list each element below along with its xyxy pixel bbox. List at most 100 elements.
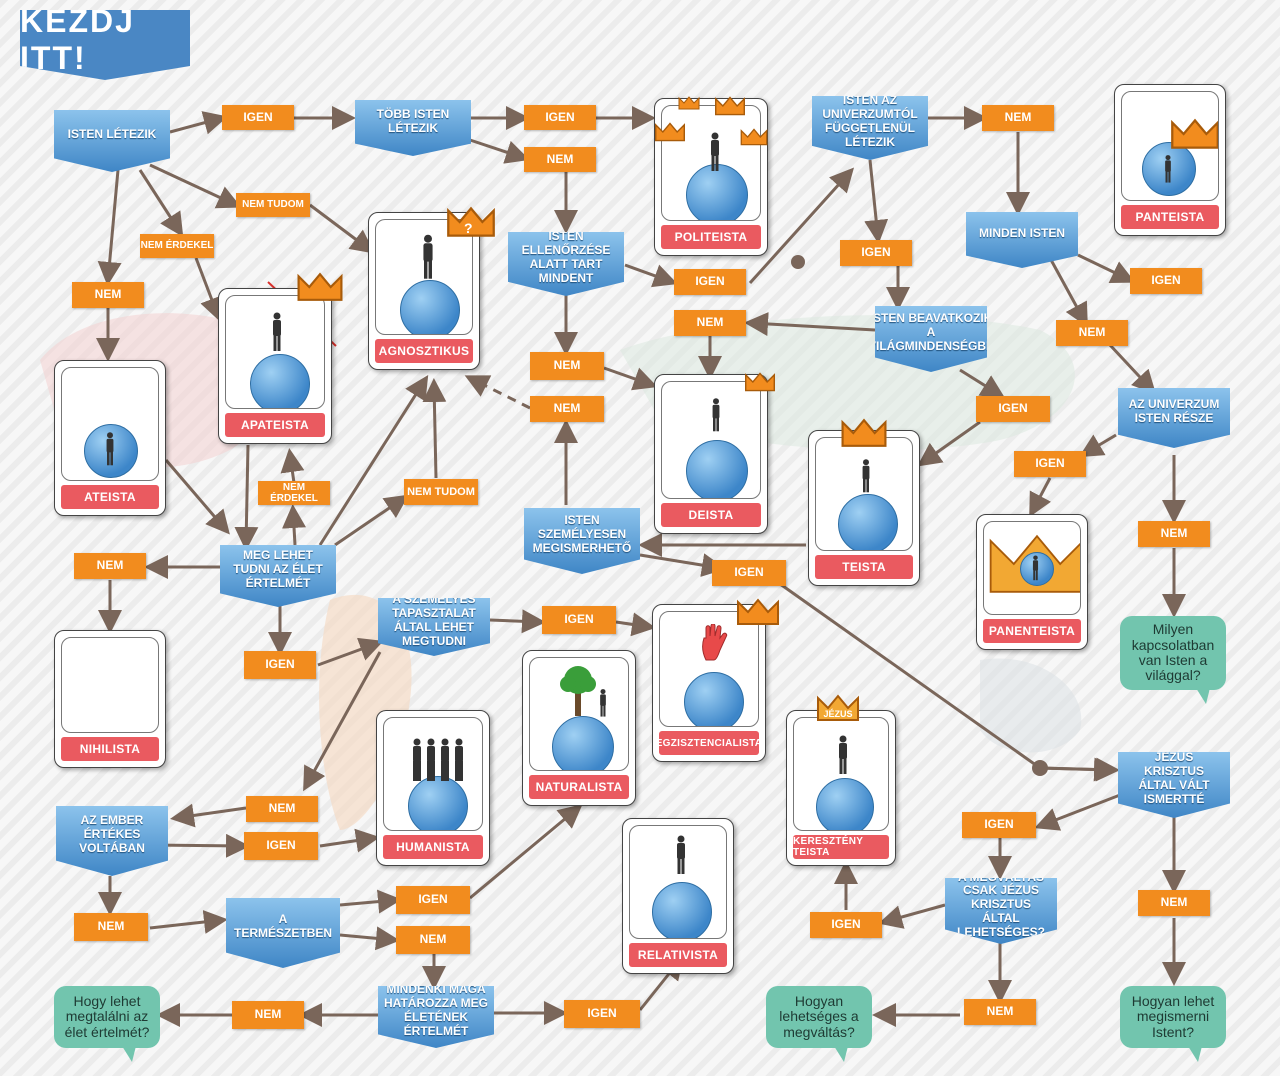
result-label: PANTEISTA	[1121, 205, 1219, 229]
card-panenteista: PANENTEISTA	[976, 514, 1088, 650]
a-nem-erdekel: NEM ÉRDEKEL	[140, 234, 214, 258]
crown-icon	[678, 96, 700, 110]
crown-icon	[1171, 118, 1218, 149]
q-termeszetben: A TERMÉSZETBEN	[226, 898, 340, 968]
hand-icon	[702, 624, 728, 661]
a-igen: IGEN	[1130, 268, 1202, 294]
result-label: AGNOSZTIKUS	[375, 339, 473, 363]
a-igen: IGEN	[674, 269, 746, 295]
bubble-know: Hogyan lehet megismerni Istent?	[1120, 986, 1226, 1062]
card-egzisztencialista: EGZISZTENCIALISTA	[652, 604, 766, 762]
card-ateista: ATEISTA	[54, 360, 166, 516]
crown-icon	[740, 128, 768, 146]
bubble-meaning: Hogy lehet megtalálni az élet értelmét?	[54, 986, 160, 1062]
card-deista: DEISTA	[654, 374, 768, 534]
q-jezus-krisztus: JÉZUS KRISZTUS ÁLTAL VÁLT ISMERTTÉ	[1118, 752, 1230, 818]
card-naturalista: NATURALISTA	[522, 650, 636, 806]
person-icon	[712, 398, 720, 432]
crown-icon	[745, 372, 775, 392]
card-relativista: RELATIVISTA	[622, 818, 734, 974]
card-politeista: POLITEISTA	[654, 98, 768, 256]
crown-icon	[655, 122, 685, 142]
q-megvaltas: A MEGVÁLTÁS CSAK JÉZUS KRISZTUS ÁLTAL LE…	[945, 878, 1057, 944]
a-igen: IGEN	[840, 240, 912, 266]
a-nem: NEM	[396, 926, 470, 954]
card-kereszteny-teista: KERESZTÉNY TEISTA	[786, 710, 896, 866]
a-nem: NEM	[524, 147, 596, 172]
q-isten-ellenorzese: ISTEN ELLENŐRZÉSE ALATT TART MINDENT	[508, 232, 624, 296]
a-nem: NEM	[74, 553, 146, 579]
person-icon	[677, 835, 685, 874]
person-icon	[106, 432, 114, 466]
result-label: ATEISTA	[61, 485, 159, 509]
person-icon	[839, 735, 847, 774]
scene	[629, 825, 727, 939]
globe-icon	[400, 280, 460, 334]
scene	[793, 717, 889, 831]
a-igen: IGEN	[524, 105, 596, 130]
scene	[61, 637, 159, 733]
a-igen: IGEN	[810, 912, 882, 938]
crown-icon	[297, 272, 343, 301]
people-icon	[413, 738, 463, 781]
q-mindenki-maga: MINDENKI MAGA HATÁROZZA MEG ÉLETÉNEK ÉRT…	[378, 986, 494, 1048]
q-szemelyesen: ISTEN SZEMÉLYESEN MEGISMERHETŐ	[524, 508, 640, 574]
scene	[983, 521, 1081, 615]
result-label: TEISTA	[815, 555, 913, 579]
crown-icon	[737, 598, 779, 625]
q-tobb-isten: TÖBB ISTEN LÉTEZIK	[355, 100, 471, 156]
globe-icon	[686, 440, 748, 498]
a-igen: IGEN	[564, 1000, 640, 1028]
q-szemelyes-tapasztalat: A SZEMÉLYES TAPASZTALAT ÁLTAL LEHET MEGT…	[378, 598, 490, 656]
question-mark: ?	[464, 220, 473, 236]
a-nem-tudom: NEM TUDOM	[236, 193, 310, 217]
result-label: NATURALISTA	[529, 775, 629, 799]
a-nem: NEM	[964, 999, 1036, 1025]
a-nem: NEM	[232, 1001, 304, 1029]
a-nem: NEM	[72, 282, 144, 308]
bubble-relation: Milyen kapcsolatban van Isten a világgal…	[1120, 616, 1226, 704]
tree-icon	[560, 666, 596, 716]
bubble-redemption: Hogyan lehetséges a megváltás?	[766, 986, 872, 1062]
result-label: APATEISTA	[225, 413, 325, 437]
globe-icon	[652, 882, 712, 938]
a-igen: IGEN	[222, 105, 294, 130]
q-isten-letezik: ISTEN LÉTEZIK	[54, 110, 170, 172]
result-label: KERESZTÉNY TEISTA	[793, 835, 889, 859]
person-icon	[600, 689, 606, 717]
a-igen: IGEN	[244, 832, 318, 860]
result-label: POLITEISTA	[661, 225, 761, 249]
crown-icon	[447, 206, 495, 237]
a-nem: NEM	[1138, 521, 1210, 547]
result-label: EGZISZTENCIALISTA	[656, 731, 762, 755]
person-icon	[862, 459, 870, 493]
card-humanista: HUMANISTA	[376, 710, 490, 866]
person-icon	[1032, 555, 1039, 581]
q-minden-isten: MINDEN ISTEN	[966, 212, 1078, 268]
a-igen: IGEN	[542, 606, 616, 634]
a-nem: NEM	[1138, 890, 1210, 916]
a-igen: IGEN	[396, 886, 470, 914]
a-nem: NEM	[74, 913, 148, 941]
a-nem: NEM	[674, 310, 746, 336]
globe-icon	[408, 776, 468, 830]
jezus-label: JÉZUS	[823, 709, 853, 719]
scene	[61, 367, 159, 481]
a-igen: IGEN	[962, 812, 1036, 838]
q-ember-ertekes: AZ EMBER ÉRTÉKES VOLTÁBAN	[56, 806, 168, 876]
a-igen: IGEN	[1014, 451, 1086, 477]
result-label: RELATIVISTA	[629, 943, 727, 967]
person-icon	[711, 132, 719, 171]
result-label: PANENTEISTA	[983, 619, 1081, 643]
scene	[529, 657, 629, 771]
person-icon	[423, 234, 433, 279]
q-univerzum-resze: AZ UNIVERZUM ISTEN RÉSZE	[1118, 388, 1230, 448]
result-label: NIHILISTA	[61, 737, 159, 761]
result-label: HUMANISTA	[383, 835, 483, 859]
a-igen: IGEN	[712, 560, 786, 586]
a-nem: NEM	[246, 796, 318, 822]
q-isten-fuggetlen: ISTEN AZ UNIVERZUMTÓL FÜGGETLENÜL LÉTEZI…	[812, 96, 928, 160]
globe-icon	[552, 716, 614, 770]
q-isten-beavatkozik: ISTEN BEAVATKOZIK A VILÁGMINDENSÉGBE	[875, 306, 987, 372]
card-apateista: APATEISTA	[218, 288, 332, 444]
